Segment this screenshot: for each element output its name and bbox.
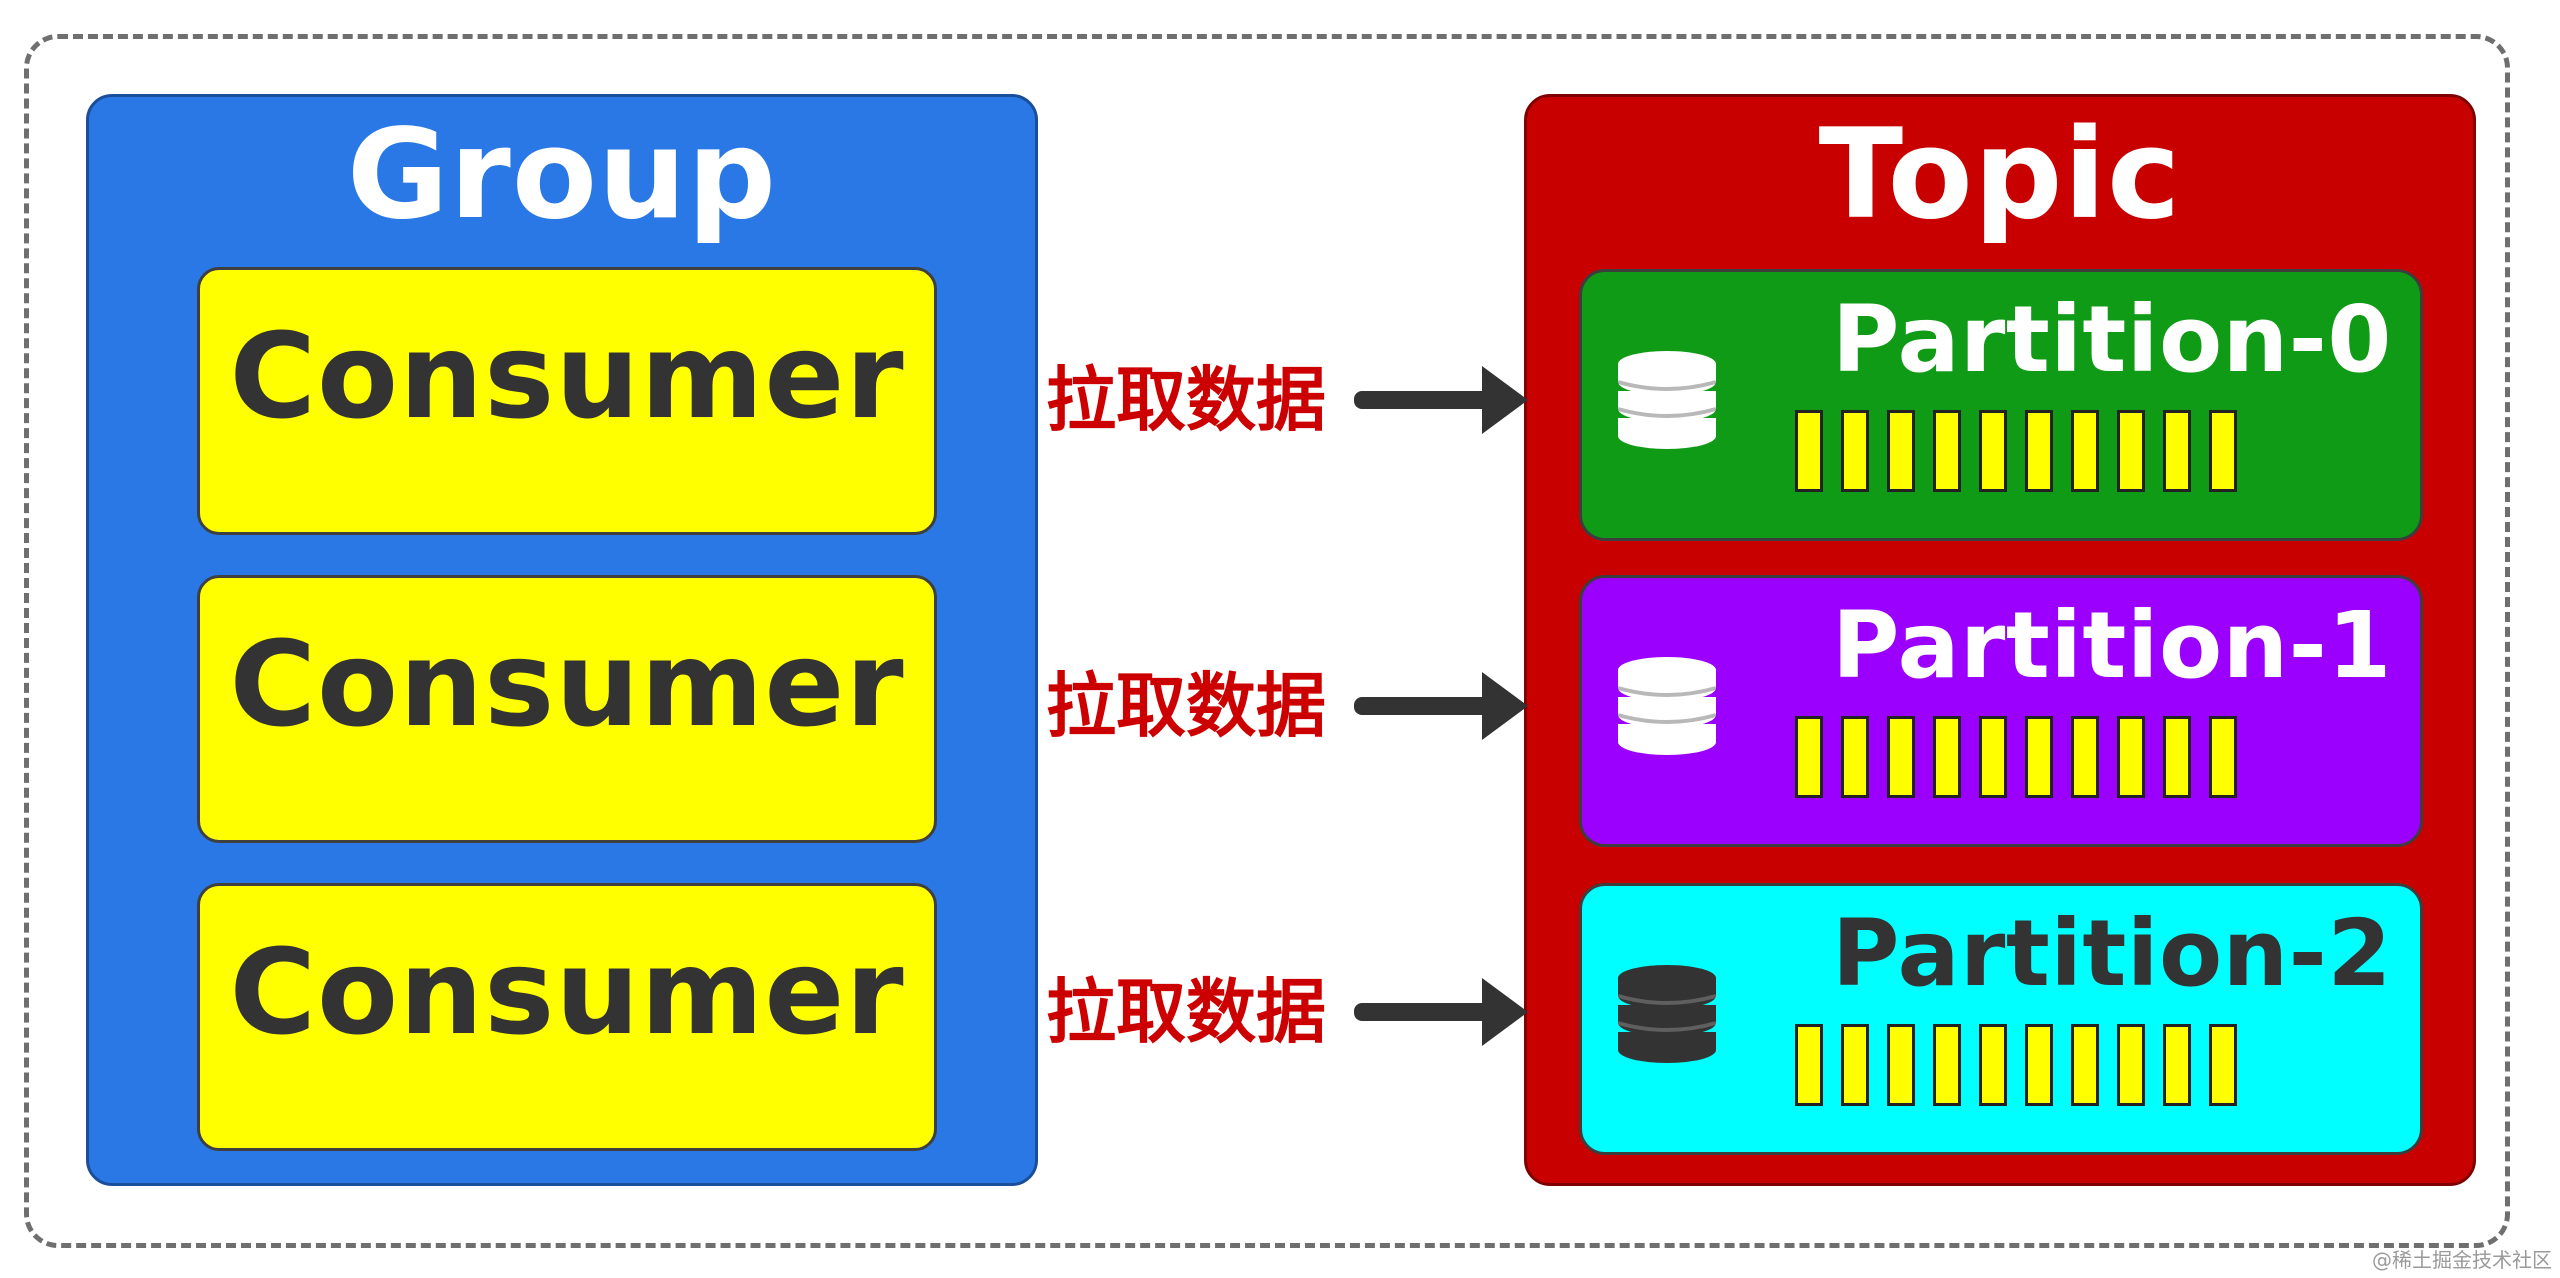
- partition-segment: [2209, 1024, 2237, 1106]
- consumer-label-1: Consumer: [229, 615, 905, 753]
- partition-segment: [1841, 410, 1869, 492]
- pull-data-label-0: 拉取数据: [1046, 359, 1326, 441]
- group-panel: Group Consumer Consumer Consumer: [86, 94, 1038, 1186]
- partition-segment: [1933, 410, 1961, 492]
- partition-title-1: Partition-1: [1832, 592, 2392, 699]
- database-icon: [1617, 965, 1717, 1063]
- arrow-right-icon: [1354, 1003, 1492, 1021]
- arrow-head-icon: [1482, 672, 1528, 740]
- partition-segment: [1841, 716, 1869, 798]
- partition-segment: [1979, 716, 2007, 798]
- partition-box-1: Partition-1: [1579, 575, 2423, 847]
- partition-segment: [2163, 1024, 2191, 1106]
- diagram-frame: [24, 34, 2510, 1248]
- consumer-box-1: Consumer: [197, 575, 937, 843]
- consumer-label-0: Consumer: [229, 307, 905, 445]
- partition-segment: [2209, 410, 2237, 492]
- partition-segment: [2209, 716, 2237, 798]
- arrow-right-icon: [1354, 697, 1492, 715]
- partition-segment: [1795, 410, 1823, 492]
- database-icon: [1617, 351, 1717, 449]
- partition-segment: [2117, 1024, 2145, 1106]
- pull-data-label-1: 拉取数据: [1046, 665, 1326, 747]
- partition-segment: [1933, 1024, 1961, 1106]
- partition-segment: [1887, 716, 1915, 798]
- partition-segment: [2071, 1024, 2099, 1106]
- consumer-box-0: Consumer: [197, 267, 937, 535]
- partition-segment: [1795, 716, 1823, 798]
- pull-data-label-2: 拉取数据: [1046, 971, 1326, 1053]
- partition-segment: [1841, 1024, 1869, 1106]
- consumer-label-2: Consumer: [229, 923, 905, 1061]
- partition-segment: [2117, 716, 2145, 798]
- partition-segment: [2025, 1024, 2053, 1106]
- group-title: Group: [346, 103, 778, 247]
- partition-segment: [2025, 410, 2053, 492]
- arrow-right-icon: [1354, 391, 1492, 409]
- partition-box-0: Partition-0: [1579, 269, 2423, 541]
- partition-segment: [2163, 410, 2191, 492]
- arrow-head-icon: [1482, 366, 1528, 434]
- partition-segments-0: [1795, 410, 2255, 494]
- partition-segment: [2025, 716, 2053, 798]
- partition-segment: [2117, 410, 2145, 492]
- partition-segment: [1933, 716, 1961, 798]
- partition-segment: [2071, 410, 2099, 492]
- partition-segments-1: [1795, 716, 2255, 800]
- partition-title-2: Partition-2: [1832, 900, 2392, 1007]
- partition-box-2: Partition-2: [1579, 883, 2423, 1155]
- topic-panel: Topic Partition-0: [1524, 94, 2476, 1186]
- consumer-box-2: Consumer: [197, 883, 937, 1151]
- partition-segment: [1887, 1024, 1915, 1106]
- partition-segment: [1887, 410, 1915, 492]
- arrow-head-icon: [1482, 978, 1528, 1046]
- topic-title: Topic: [1818, 103, 2182, 247]
- partition-title-0: Partition-0: [1832, 286, 2392, 393]
- partition-segments-2: [1795, 1024, 2255, 1108]
- watermark: @稀土掘金技术社区: [2372, 1248, 2552, 1272]
- partition-segment: [1979, 410, 2007, 492]
- partition-segment: [1795, 1024, 1823, 1106]
- partition-segment: [1979, 1024, 2007, 1106]
- database-icon: [1617, 657, 1717, 755]
- partition-segment: [2071, 716, 2099, 798]
- partition-segment: [2163, 716, 2191, 798]
